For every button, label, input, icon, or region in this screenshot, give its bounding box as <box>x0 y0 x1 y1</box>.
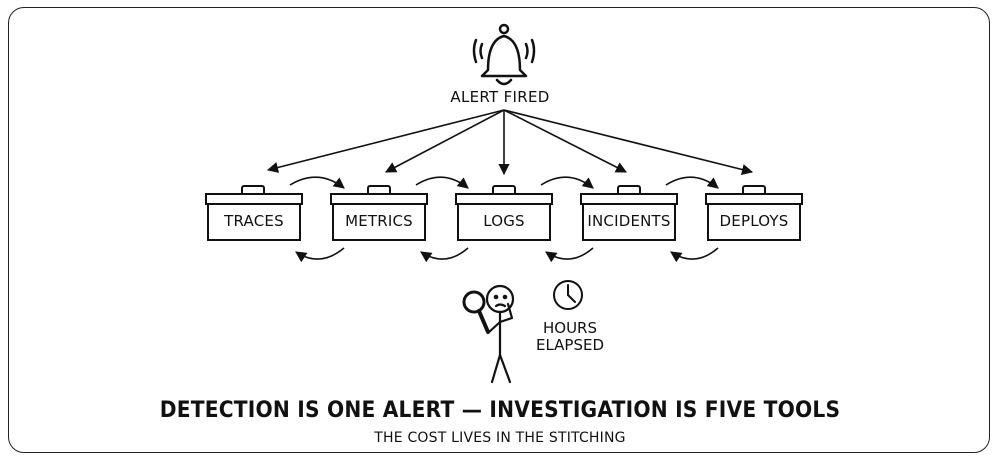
tool-box-metrics <box>330 185 428 241</box>
tool-box-deploys <box>705 185 803 241</box>
headline: DETECTION IS ONE ALERT — INVESTIGATION I… <box>159 398 841 423</box>
tool-label-incidents: INCIDENTS <box>587 212 671 230</box>
bell-icon <box>472 23 536 86</box>
tool-box-logs <box>455 185 553 241</box>
tool-box-incidents <box>580 185 678 241</box>
tool-label-logs: LOGS <box>483 212 525 230</box>
clock-icon <box>553 280 583 310</box>
tool-box-traces <box>205 185 303 241</box>
stitching-arrows <box>289 176 719 263</box>
hours-elapsed-line1: HOURS <box>542 319 597 337</box>
tool-label-deploys: DEPLOYS <box>719 212 789 230</box>
alert-label: ALERT FIRED <box>450 88 550 106</box>
subline: THE COST LIVES IN THE STITCHING <box>374 430 626 446</box>
alert-fanout-arrows <box>266 109 754 176</box>
hours-elapsed-line2: ELAPSED <box>535 336 605 354</box>
diagram-frame <box>8 7 990 453</box>
investigator-magnifier-icon <box>462 284 515 384</box>
tool-label-metrics: METRICS <box>345 212 413 230</box>
tool-boxes <box>205 185 803 241</box>
hours-elapsed-label: HOURS ELAPSED <box>530 320 610 354</box>
tool-label-traces: TRACES <box>224 212 284 230</box>
